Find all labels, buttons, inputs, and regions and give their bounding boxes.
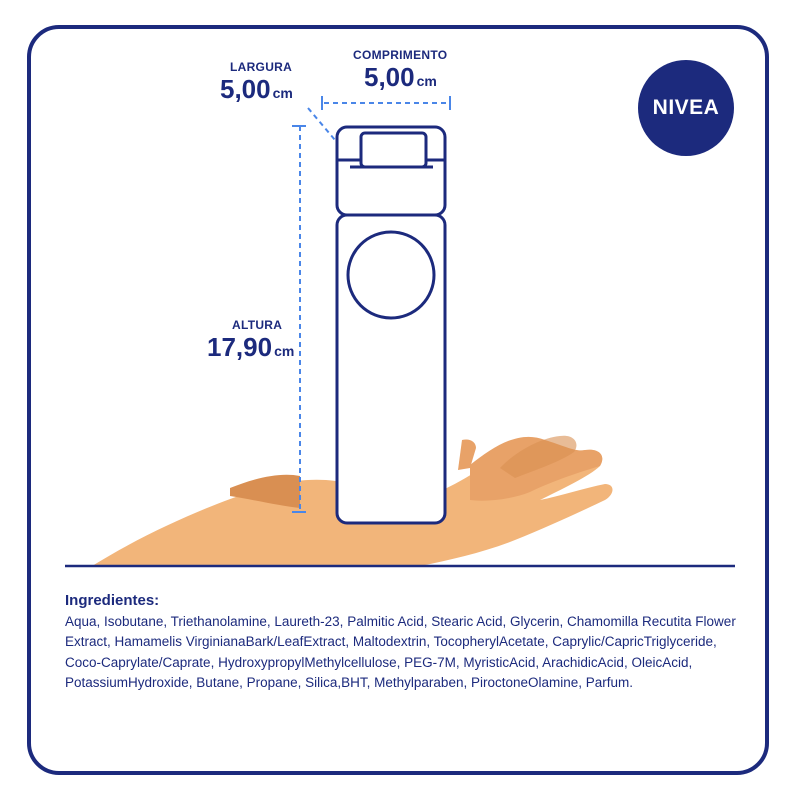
nivea-logo: NIVEA [638, 60, 734, 156]
card-border [27, 25, 769, 775]
ingredients-section: Ingredientes: Aqua, Isobutane, Triethano… [65, 591, 755, 694]
ingredients-text: Aqua, Isobutane, Triethanolamine, Lauret… [65, 613, 736, 691]
length-label: COMPRIMENTO [353, 48, 448, 62]
ingredients-title: Ingredientes: [65, 592, 160, 609]
width-dimension-line [307, 107, 336, 141]
dimension-lines [292, 96, 451, 513]
product-illustration [65, 96, 735, 568]
width-label: LARGURA [230, 60, 293, 74]
logo-text: NIVEA [652, 96, 720, 119]
bottle-illustration [335, 125, 447, 525]
height-label: ALTURA [232, 318, 283, 332]
